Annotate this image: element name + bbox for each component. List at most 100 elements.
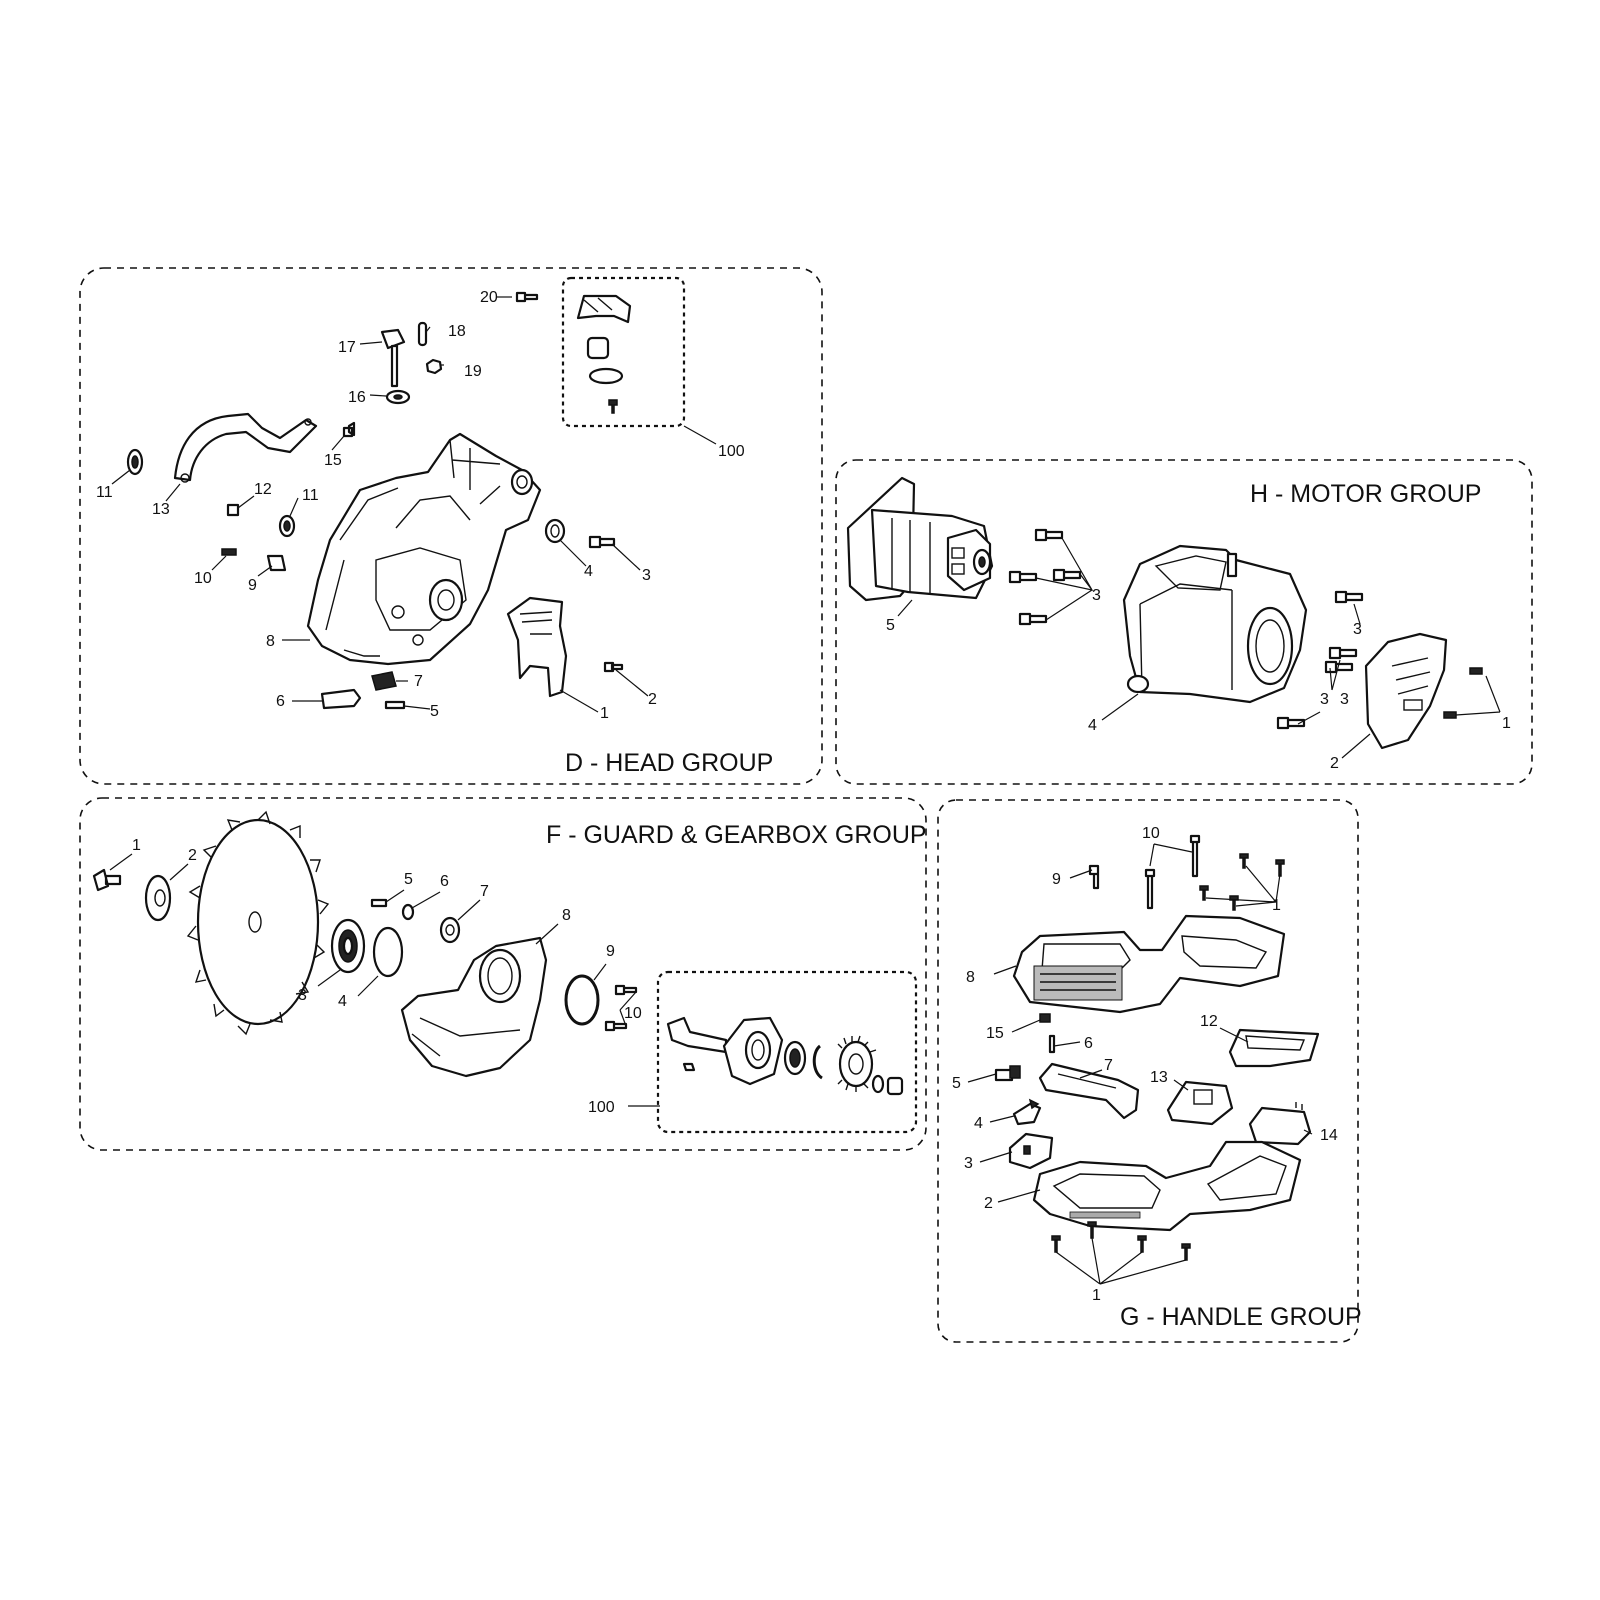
motor-group: 5 3 3 4 3 3 1 2 H - MOTOR GROUP <box>835 459 1533 785</box>
callout-label: 3 <box>964 1155 973 1172</box>
callout-label: 1 <box>1272 897 1281 914</box>
pin-5f-part <box>370 898 388 908</box>
spring-7-part <box>371 671 397 691</box>
guard-group-title: F - GUARD & GEARBOX GROUP <box>546 821 927 849</box>
callout-label: 1 <box>1502 715 1511 732</box>
needle-bearing-part <box>886 1076 904 1096</box>
callout-label: 13 <box>152 501 170 518</box>
callout-label: 1 <box>600 705 609 722</box>
screw-10a-part <box>614 984 638 996</box>
handle-group-frame <box>937 799 1359 1343</box>
callout-label: 20 <box>480 289 498 306</box>
callout-label: 3 <box>298 987 307 1004</box>
callout-label: 6 <box>1084 1035 1093 1052</box>
callout-label: 9 <box>1052 871 1061 888</box>
motor-group-frame <box>835 459 1533 785</box>
callout-label: 10 <box>194 570 212 587</box>
callout-label: 100 <box>588 1099 615 1116</box>
bushing-4-part <box>544 518 566 544</box>
saw-blade-part <box>186 810 330 1036</box>
screw-3b-part <box>1008 570 1038 584</box>
callout-label: 17 <box>338 339 356 356</box>
screw-10-part <box>221 548 237 556</box>
callout-label: 4 <box>584 563 593 580</box>
guard-group-subassembly-100-frame <box>656 970 918 1134</box>
head-group-subassembly-100-frame <box>561 276 686 428</box>
screw-1o-part <box>1181 1243 1191 1261</box>
screw-3h-part <box>1276 716 1306 730</box>
pin-18-part <box>417 321 428 347</box>
callout-label: 5 <box>430 703 439 720</box>
knob-cover-part <box>576 294 632 324</box>
callout-label: 2 <box>1330 755 1339 772</box>
callout-label: 10 <box>624 1005 642 1022</box>
module-14-part <box>1248 1106 1312 1146</box>
head-group: 20 18 17 19 16 100 15 11 13 12 11 10 9 4… <box>79 267 823 785</box>
bushing-part <box>586 336 610 360</box>
screw-2-part <box>603 661 624 673</box>
trigger-7-part <box>1038 1062 1140 1120</box>
nut-19-part <box>425 358 443 375</box>
blade-guard-8-part <box>400 936 548 1078</box>
small-screw-part <box>608 399 618 414</box>
plate-part <box>588 367 624 385</box>
screw-1i-part <box>1275 859 1285 877</box>
guard-gearbox-group: 1 2 5 6 7 8 3 4 9 10 100 F - GUARD & GEA… <box>79 797 927 1151</box>
screw-3-part <box>588 535 616 549</box>
lock-button-4-part <box>1012 1102 1042 1126</box>
callout-label: 3 <box>1340 691 1349 708</box>
callout-label: 9 <box>606 943 615 960</box>
callout-label: 3 <box>1320 691 1329 708</box>
screw-10i-part <box>1144 868 1156 910</box>
head-group-frame <box>79 267 823 785</box>
switch-3-part <box>1008 1132 1054 1170</box>
latch-5-part <box>994 1068 1014 1082</box>
handle-group-title: G - HANDLE GROUP <box>1120 1303 1362 1331</box>
screw-1k-part <box>1229 895 1239 911</box>
screw-1m-part <box>1087 1221 1097 1239</box>
callout-label: 2 <box>648 691 657 708</box>
circlip-part <box>812 1044 823 1080</box>
callout-label: 12 <box>1200 1013 1218 1030</box>
key-part <box>682 1062 696 1072</box>
callout-label: 15 <box>324 452 342 469</box>
screw-3c-part <box>1052 568 1082 582</box>
spring-15-part <box>1039 1013 1051 1023</box>
spindle-part <box>666 1016 728 1054</box>
callout-label: 10 <box>1142 825 1160 842</box>
pin-5-part <box>384 700 406 710</box>
cover-12-part <box>1228 1028 1320 1068</box>
switch-13-part <box>1166 1080 1234 1126</box>
lever-arm-13-part <box>173 412 318 482</box>
callout-label: 8 <box>966 969 975 986</box>
callout-label: 1 <box>132 837 141 854</box>
screw-1n-part <box>1137 1235 1147 1253</box>
bolt-1-part <box>92 868 122 892</box>
screw-3g-part <box>1324 660 1354 674</box>
screw-1l-part <box>1051 1235 1061 1253</box>
oring-4-part <box>372 926 404 978</box>
head-group-title: D - HEAD GROUP <box>565 749 773 777</box>
screw-9h-part <box>1088 864 1100 890</box>
lock-pin-17-part <box>390 344 399 388</box>
screw-3e-part <box>1334 590 1364 604</box>
sleeve-9-part <box>266 554 287 572</box>
washer-6-part <box>401 903 415 921</box>
gear-part <box>838 1040 874 1088</box>
callout-label: 14 <box>1320 1127 1338 1144</box>
screw-3a-part <box>1034 528 1064 542</box>
screw-1a-part <box>1469 667 1483 675</box>
callout-label: 1 <box>1092 1287 1101 1304</box>
screw-10b-part <box>604 1020 628 1032</box>
guard-group-frame <box>79 797 927 1151</box>
callout-label: 7 <box>414 673 423 690</box>
washer-7-part <box>439 916 461 944</box>
screw-1b-part <box>1443 711 1457 719</box>
callout-label: 4 <box>1088 717 1097 734</box>
callout-label: 3 <box>1353 621 1362 638</box>
callout-label: 2 <box>188 847 197 864</box>
callout-label: 19 <box>464 363 482 380</box>
gear-washer-part <box>871 1074 885 1094</box>
callout-label: 3 <box>1092 587 1101 604</box>
